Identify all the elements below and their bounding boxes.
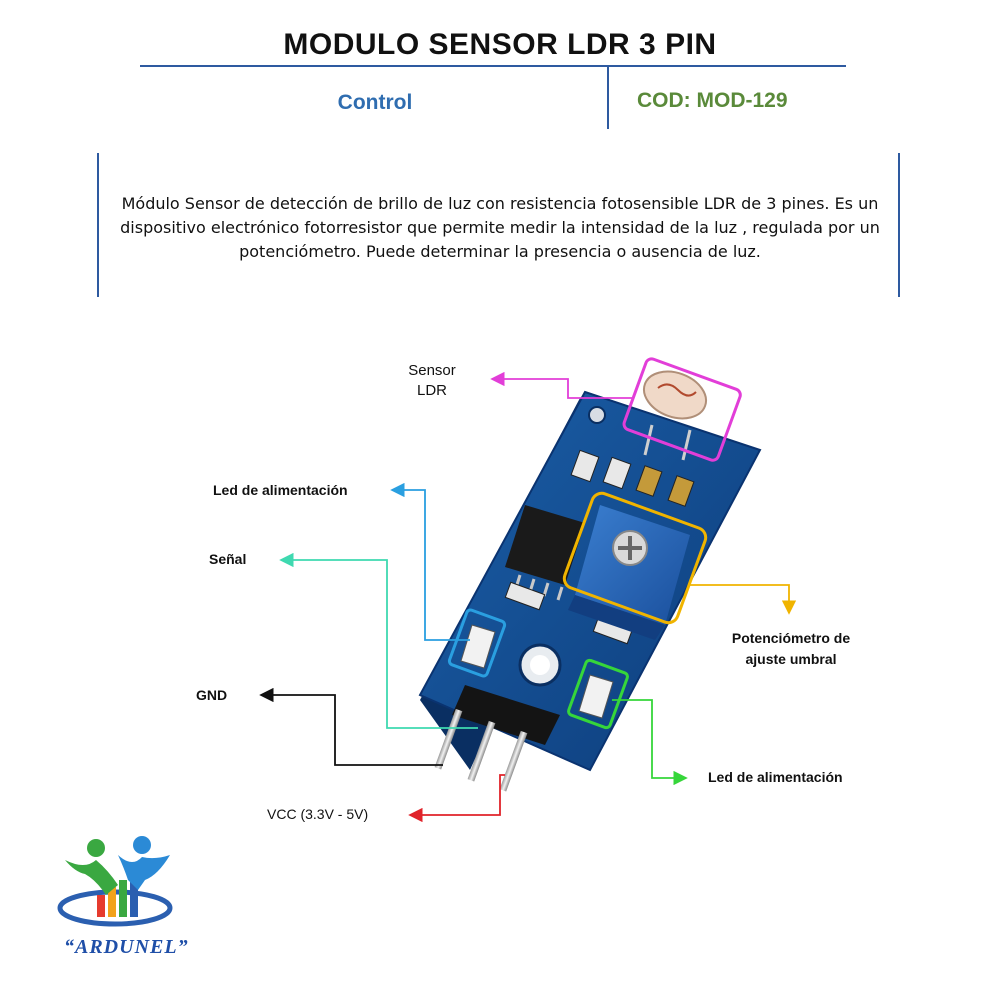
signal-leader-line [279, 552, 478, 729]
potentiometer-label-line2: ajuste umbral [745, 651, 837, 667]
product-code: COD: MOD-129 [637, 89, 788, 112]
header-separator [607, 67, 609, 129]
signal-label: Señal [209, 551, 247, 567]
vcc-label: VCC (3.3V - 5V) [267, 806, 369, 822]
potentiometer-leader-line [688, 584, 797, 615]
category-label: Control [337, 91, 413, 114]
gnd-label: GND [196, 687, 228, 703]
led-power-right-label: Led de alimentación [708, 769, 843, 785]
sensor-ldr-label: Sensor LDR [392, 361, 472, 401]
potentiometer [568, 505, 690, 640]
description-left-bar [97, 153, 99, 297]
ardunel-logo-icon [57, 836, 173, 927]
sensor-ldr-label-line1: Sensor [408, 362, 456, 379]
header-pins [434, 685, 560, 792]
right-led-highlight-box [567, 658, 629, 730]
ldr-highlight-box [622, 357, 742, 462]
page-title: MODULO SENSOR LDR 3 PIN [283, 28, 717, 61]
title-divider [140, 65, 846, 67]
ldr-photoresistor [643, 370, 707, 461]
led-right-leader-line [612, 699, 688, 786]
potentiometer-label: Potenciómetro de ajuste umbral [706, 628, 876, 670]
description-right-bar [898, 153, 900, 297]
ardunel-logo-text: “ARDUNEL” [64, 936, 189, 958]
potentiometer-highlight-box [562, 491, 708, 625]
leds [460, 624, 614, 719]
potentiometer-label-line1: Potenciómetro de [731, 630, 851, 646]
vcc-leader-line [408, 774, 505, 823]
ldr-leader-line [490, 371, 632, 399]
left-led-highlight-box [447, 608, 507, 678]
led-left-leader-line [390, 482, 470, 641]
product-description: Módulo Sensor de detección de brillo de … [120, 194, 880, 261]
gnd-leader-line [259, 687, 443, 766]
led-power-left-label: Led de alimentación [213, 482, 348, 498]
sensor-ldr-label-line2: LDR [416, 382, 447, 399]
smd-components [504, 449, 695, 645]
